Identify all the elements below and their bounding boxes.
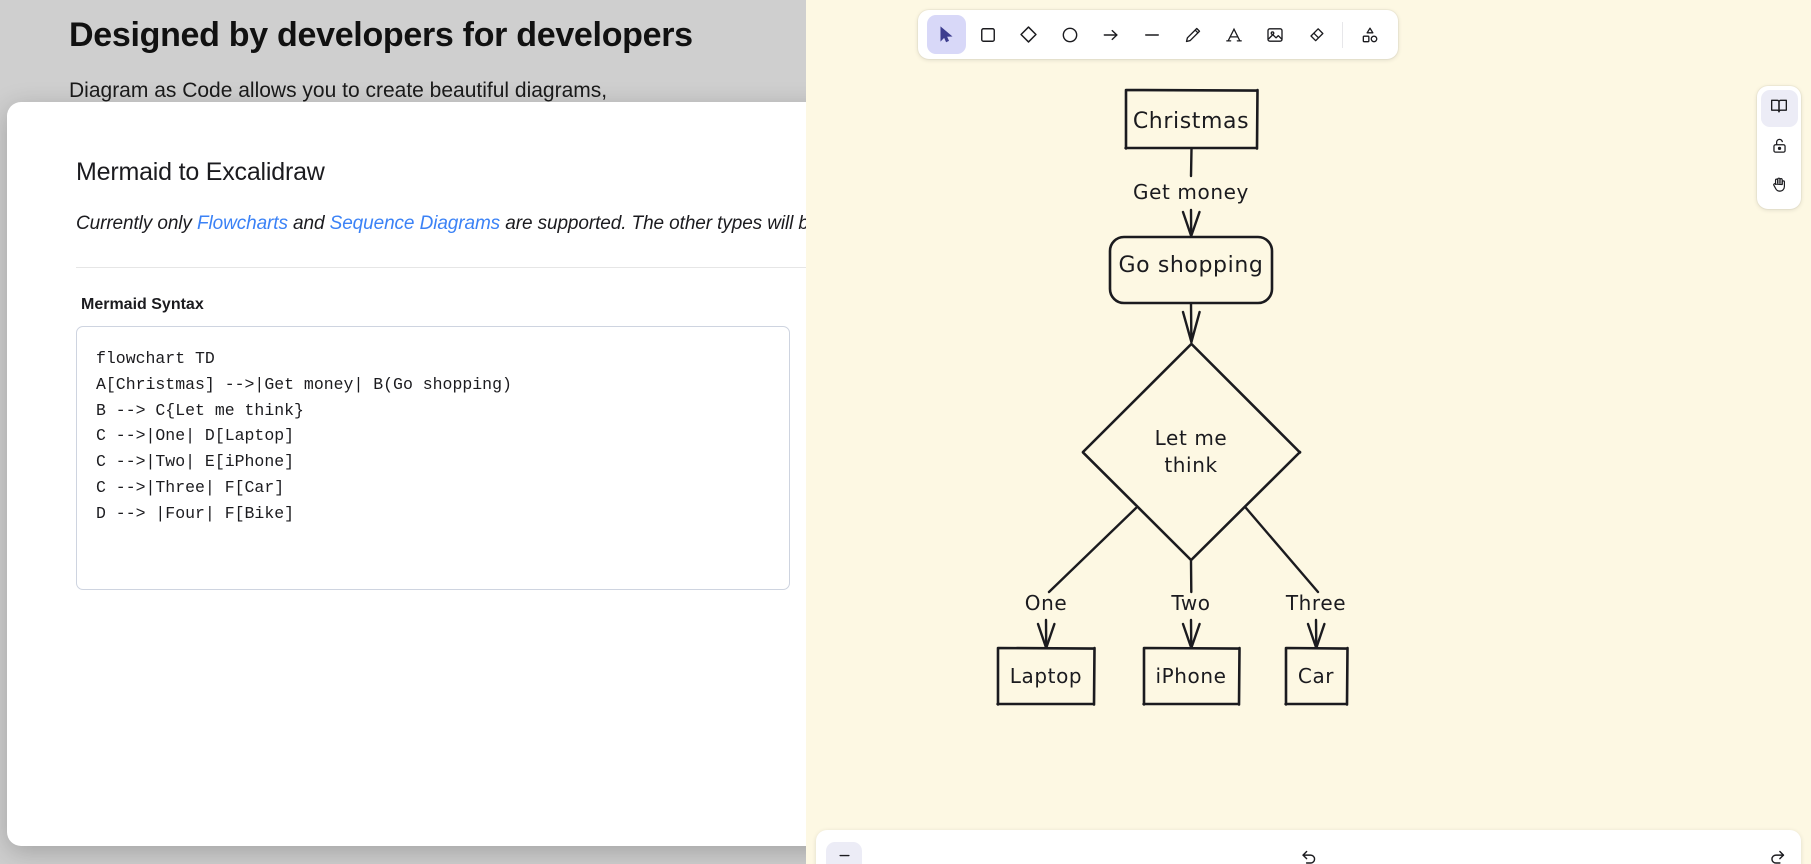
arrow-right-icon (1101, 25, 1121, 45)
letter-a-icon (1224, 25, 1244, 45)
edge-label-get-money: Get money (1133, 180, 1249, 204)
excalidraw-preview-canvas[interactable]: Christmas Get money Go shopping (806, 0, 1811, 864)
mermaid-to-excalidraw-dialog: Mermaid to Excalidraw Currently only Flo… (7, 102, 931, 846)
page-title: Designed by developers for developers (69, 16, 693, 54)
node-laptop: Laptop (996, 646, 1096, 706)
mermaid-syntax-label: Mermaid Syntax (81, 296, 204, 313)
unlocked-padlock-icon (1770, 136, 1789, 160)
flowchart-drawing: Christmas Get money Go shopping (996, 88, 1349, 706)
dialog-divider (76, 267, 931, 268)
node-christmas-label: Christmas (1133, 109, 1249, 134)
text-tool[interactable] (1214, 15, 1253, 54)
rectangle-tool[interactable] (968, 15, 1007, 54)
circle-icon (1060, 25, 1080, 45)
diamond-icon (1018, 24, 1039, 45)
node-iphone: iPhone (1142, 646, 1241, 706)
eraser-icon (1306, 25, 1326, 45)
shapes-tool[interactable] (1350, 15, 1389, 54)
page-subtitle: Diagram as Code allows you to create bea… (69, 78, 608, 102)
lock-button[interactable] (1761, 129, 1798, 166)
edge-let-me-think-to-iphone: Two (1170, 559, 1210, 650)
line-tool[interactable] (1132, 15, 1171, 54)
page-hero: Designed by developers for developers Di… (0, 0, 930, 103)
dialog-description: Currently only Flowcharts and Sequence D… (76, 213, 931, 235)
square-icon (978, 25, 998, 45)
sequence-diagrams-link[interactable]: Sequence Diagrams (329, 213, 501, 234)
ellipse-tool[interactable] (1050, 15, 1089, 54)
desc-suffix: are supported. The other types will b (500, 213, 809, 234)
arrow-tool[interactable] (1091, 15, 1130, 54)
excalidraw-side-panel[interactable] (1757, 86, 1801, 209)
toolbar-divider (1342, 21, 1343, 48)
cursor-icon (937, 25, 956, 44)
desc-prefix: Currently only (76, 213, 197, 234)
edge-let-me-think-to-car: Three (1244, 506, 1346, 650)
selection-tool[interactable] (927, 15, 966, 54)
history-controls[interactable] (1299, 846, 1318, 864)
book-icon (1769, 96, 1789, 121)
node-christmas: Christmas (1124, 88, 1259, 150)
mermaid-syntax-input[interactable]: flowchart TD A[Christmas] -->|Get money|… (76, 326, 790, 590)
zoom-controls[interactable] (826, 842, 862, 864)
library-button[interactable] (1760, 90, 1798, 127)
hand-icon (1770, 175, 1789, 199)
redo-icon (1768, 850, 1787, 864)
node-let-me-think-label-2: think (1164, 453, 1217, 477)
node-go-shopping: Go shopping (1108, 235, 1274, 305)
node-iphone-label: iPhone (1155, 664, 1226, 688)
excalidraw-bottom-bar[interactable] (816, 830, 1801, 864)
hand-button[interactable] (1761, 168, 1798, 205)
mermaid-code-text[interactable]: flowchart TD A[Christmas] -->|Get money|… (96, 349, 512, 523)
pencil-icon (1183, 25, 1203, 45)
redo-button[interactable] (1768, 846, 1787, 864)
node-go-shopping-label: Go shopping (1119, 253, 1264, 278)
edge-label-two: Two (1170, 591, 1210, 615)
node-laptop-label: Laptop (1010, 664, 1082, 688)
minus-icon (1142, 25, 1162, 45)
edge-label-one: One (1025, 591, 1068, 615)
excalidraw-toolbar[interactable] (918, 10, 1398, 59)
image-icon (1265, 25, 1285, 45)
edge-christmas-to-go-shopping: Get money (1133, 147, 1249, 238)
zoom-out-icon (837, 848, 852, 864)
edge-let-me-think-to-laptop: One (1025, 506, 1138, 650)
dialog-title: Mermaid to Excalidraw (76, 158, 325, 186)
shapes-icon (1360, 25, 1380, 45)
zoom-out-button[interactable] (826, 842, 862, 864)
node-let-me-think: Let me think (1081, 342, 1302, 562)
node-car: Car (1284, 646, 1349, 706)
edge-label-three: Three (1285, 591, 1346, 615)
diamond-tool[interactable] (1009, 15, 1048, 54)
flowcharts-link[interactable]: Flowcharts (197, 213, 288, 234)
draw-tool[interactable] (1173, 15, 1212, 54)
undo-icon[interactable] (1299, 846, 1318, 864)
edge-go-shopping-to-let-me-think (1181, 302, 1201, 344)
desc-and: and (287, 213, 330, 234)
image-tool[interactable] (1255, 15, 1294, 54)
node-car-label: Car (1298, 664, 1334, 688)
node-let-me-think-label-1: Let me (1155, 426, 1228, 450)
eraser-tool[interactable] (1296, 15, 1335, 54)
